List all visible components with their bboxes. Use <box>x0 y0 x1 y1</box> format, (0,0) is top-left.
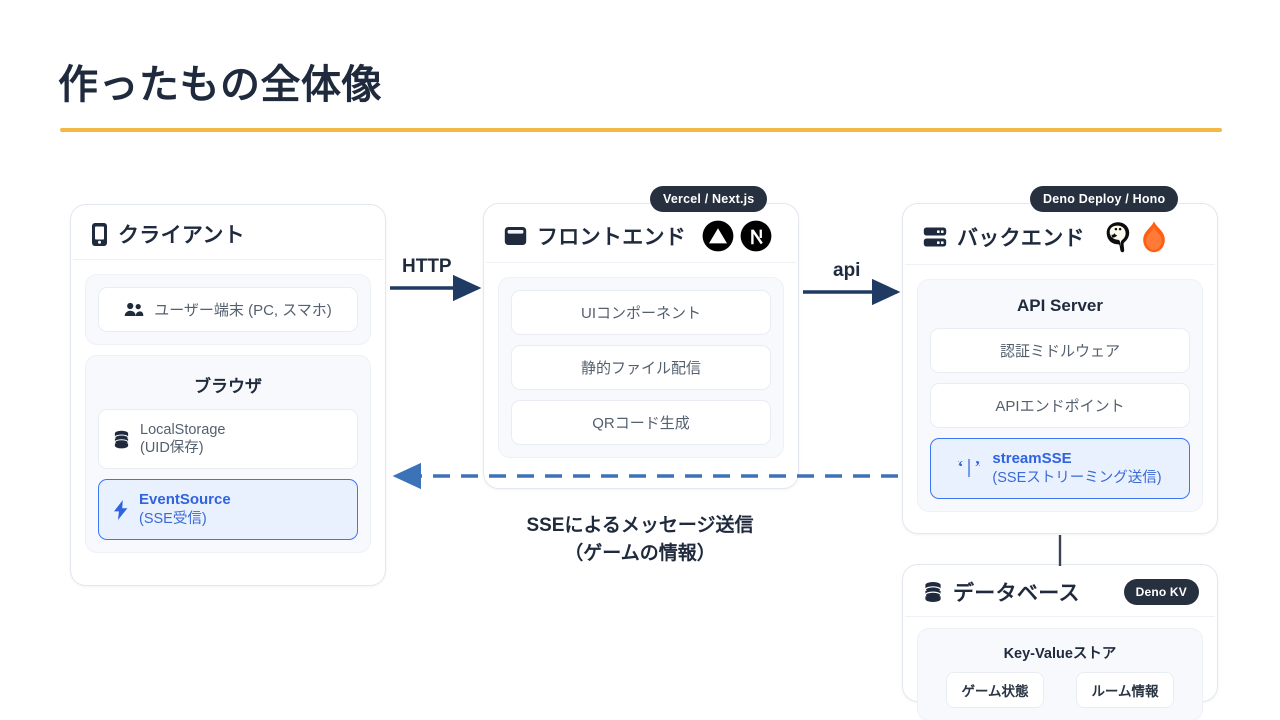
backend-item-api-endpoint[interactable]: APIエンドポイント <box>930 383 1190 428</box>
localstorage-text: LocalStorage (UID保存) <box>140 421 225 457</box>
frontend-logos <box>702 220 772 252</box>
client-panel-title: クライアント <box>118 224 245 247</box>
frontend-panel: フロントエンド UIコンポーネ <box>483 203 799 489</box>
sse-label-line1: SSEによるメッセージ送信 <box>526 515 754 536</box>
eventsource-item[interactable]: EventSource (SSE受信) <box>98 479 358 541</box>
backend-panel: バックエンド <box>902 203 1218 534</box>
backend-logos <box>1101 220 1169 254</box>
stream-sse-text: streamSSE (SSEストリーミング送信) <box>992 450 1161 487</box>
backend-badge: Deno Deploy / Hono <box>1030 186 1179 212</box>
hono-logo <box>1139 220 1169 254</box>
localstorage-name: LocalStorage <box>140 422 226 438</box>
kv-chip-game-state[interactable]: ゲーム状態 <box>946 672 1044 708</box>
localstorage-item[interactable]: LocalStorage (UID保存) <box>98 409 358 470</box>
title-underline <box>60 128 1222 132</box>
browser-group: ブラウザ LocalStorage (UID保存) <box>85 355 371 554</box>
database-stack-icon <box>923 581 943 603</box>
api-server-title: API Server <box>1017 296 1103 315</box>
sse-label-line2: （ゲームの情報） <box>564 542 716 564</box>
frontend-item-label: UIコンポーネント <box>580 305 701 322</box>
backend-panel-title: バックエンド <box>957 227 1085 250</box>
user-device-label: ユーザー端末 (PC, スマホ) <box>154 302 332 319</box>
kv-store-group: Key-Valueストア ゲーム状態 ルーム情報 <box>917 628 1203 720</box>
users-group-icon <box>124 302 144 317</box>
client-panel: クライアント ユーザー端末 (PC, スマホ) ブラウザ <box>70 204 386 586</box>
backend-item-auth-middleware[interactable]: 認証ミドルウェア <box>930 328 1190 373</box>
localstorage-sub: (UID保存) <box>140 440 204 457</box>
frontend-item-label: QRコード生成 <box>592 415 690 432</box>
backend-panel-header: バックエンド <box>905 204 1215 265</box>
backend-item-label: APIエンドポイント <box>995 398 1125 415</box>
frontend-panel-title: フロントエンド <box>537 226 687 249</box>
client-user-device-group: ユーザー端末 (PC, スマホ) <box>85 274 371 345</box>
user-device-item[interactable]: ユーザー端末 (PC, スマホ) <box>98 287 358 332</box>
database-panel: データベース Deno KV Key-Valueストア ゲーム状態 ルーム情報 <box>902 564 1218 720</box>
backend-item-label: 認証ミドルウェア <box>999 343 1120 360</box>
eventsource-name: EventSource <box>139 491 231 509</box>
svg-text:“│”: “│” <box>958 459 980 477</box>
arrow-label-http: HTTP <box>402 256 452 277</box>
frontend-panel-header: フロントエンド <box>486 204 796 263</box>
frontend-badge: Vercel / Next.js <box>650 186 768 212</box>
kv-chip-row: ゲーム状態 ルーム情報 <box>930 672 1190 708</box>
frontend-item-static-files[interactable]: 静的ファイル配信 <box>511 345 771 390</box>
lightning-bolt-icon <box>113 499 129 520</box>
eventsource-sub: (SSE受信) <box>139 511 207 527</box>
backend-item-stream-sse[interactable]: “│” streamSSE (SSEストリーミング送信) <box>930 438 1190 499</box>
eventsource-text: EventSource (SSE受信) <box>139 491 231 528</box>
kv-chip-room-info[interactable]: ルーム情報 <box>1076 672 1174 708</box>
arrow-label-sse: SSEによるメッセージ送信 （ゲームの情報） <box>465 512 815 567</box>
mobile-phone-icon <box>91 222 108 247</box>
frontend-item-label: 静的ファイル配信 <box>580 360 701 377</box>
browser-window-icon <box>504 226 527 246</box>
server-rack-icon <box>923 226 947 248</box>
page-title: 作ったもの全体像 <box>58 63 382 107</box>
deno-logo <box>1101 220 1135 254</box>
vercel-logo <box>702 220 734 252</box>
arrow-label-api: api <box>833 260 861 281</box>
database-panel-header: データベース Deno KV <box>905 565 1215 617</box>
client-panel-header: クライアント <box>73 205 383 260</box>
quote-glyph-icon: “│” <box>958 459 980 477</box>
nextjs-logo <box>740 220 772 252</box>
database-stack-icon <box>113 430 130 449</box>
frontend-items-group: UIコンポーネント 静的ファイル配信 QRコード生成 <box>498 277 784 458</box>
browser-group-title: ブラウザ <box>194 377 262 396</box>
frontend-item-qr-code[interactable]: QRコード生成 <box>511 400 771 445</box>
api-server-group: API Server 認証ミドルウェア APIエンドポイント “│” strea… <box>917 279 1203 512</box>
frontend-item-ui-component[interactable]: UIコンポーネント <box>511 290 771 335</box>
database-panel-title: データベース <box>953 582 1080 605</box>
database-badge: Deno KV <box>1123 579 1199 605</box>
kv-store-title: Key-Valueストア <box>1003 646 1117 662</box>
stream-sse-name: streamSSE <box>992 450 1072 467</box>
stream-sse-sub: (SSEストリーミング送信) <box>992 469 1162 486</box>
